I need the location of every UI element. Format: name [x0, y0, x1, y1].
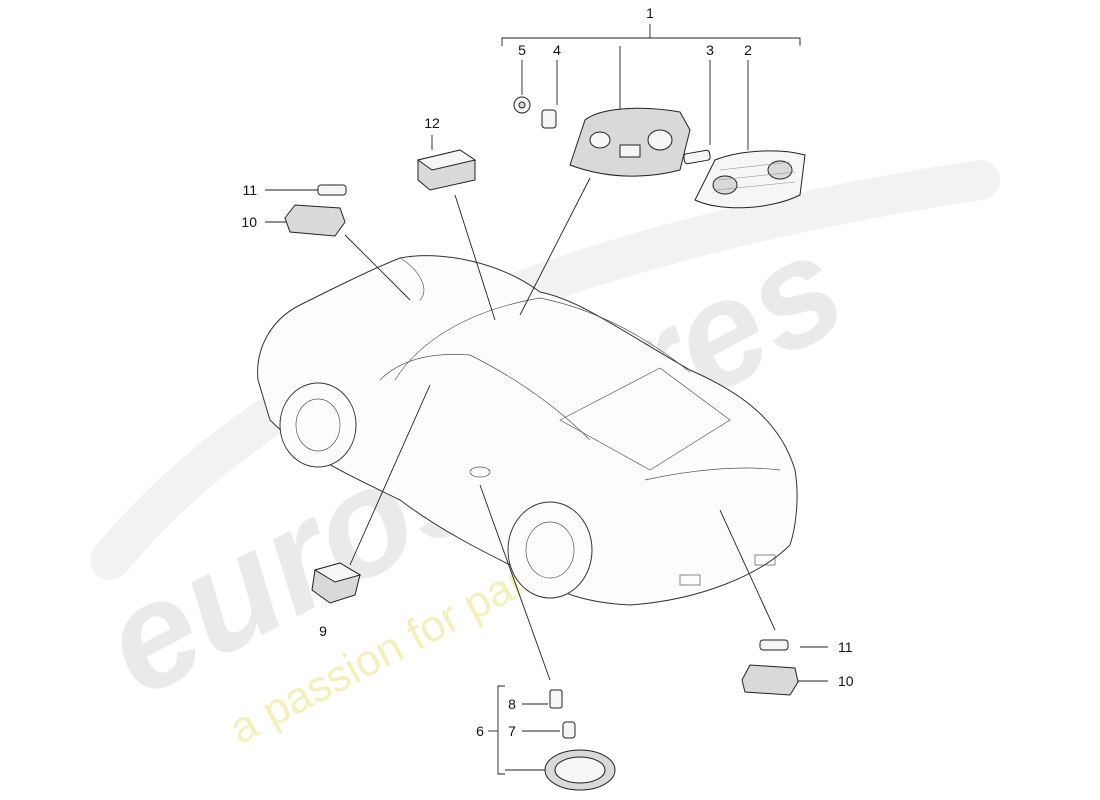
- wedge-bulb-icon: [541, 109, 557, 129]
- leader-12-car: [454, 194, 496, 321]
- callout-1: 1: [646, 5, 654, 21]
- festoon-bulb-icon: [683, 149, 711, 165]
- callout-3: 3: [706, 42, 714, 58]
- bulb-holder-icon: [549, 689, 563, 709]
- callout-labels: 1 2 3 4 5 12 11 10 9 11 10 8 7 6: [241, 5, 853, 739]
- festoon-bulb-icon: [317, 184, 347, 196]
- exhaust-left: [679, 574, 701, 586]
- leader-1-car: [519, 177, 591, 316]
- rear-wheel: [507, 501, 593, 599]
- callout-11a: 11: [242, 182, 257, 198]
- callout-6: 6: [476, 723, 484, 739]
- wedge-bulb-icon: [562, 721, 576, 739]
- leader-9-car: [349, 384, 431, 566]
- callout-2: 2: [744, 42, 752, 58]
- front-wheel: [279, 382, 357, 468]
- bulb-socket-icon: [513, 96, 531, 114]
- footwell-lamp-icon: [311, 562, 362, 604]
- callout-4: 4: [553, 42, 561, 58]
- car-illustration: [257, 255, 798, 606]
- leader-8-car: [479, 484, 551, 681]
- leader-lines: [265, 24, 828, 775]
- car-window-line: [379, 354, 591, 441]
- callout-11b: 11: [838, 639, 853, 655]
- callout-8: 8: [508, 696, 516, 712]
- festoon-bulb-icon: [759, 639, 789, 651]
- front-hood-line: [399, 257, 425, 301]
- console-grille-cover-icon: [694, 150, 806, 209]
- exhaust-right: [754, 554, 776, 566]
- callout-9: 9: [319, 623, 327, 639]
- leader-10a-car: [344, 234, 411, 301]
- car-roofline: [394, 297, 691, 381]
- bracket-1: [501, 37, 801, 46]
- callout-10a: 10: [241, 214, 257, 230]
- car-body: [257, 255, 798, 606]
- front-wheel-hub: [295, 398, 341, 452]
- callout-5: 5: [518, 42, 526, 58]
- callout-10b: 10: [838, 673, 854, 689]
- side-marker-lamp-icon: [544, 749, 616, 791]
- rear-window: [559, 367, 731, 471]
- callout-12: 12: [424, 115, 440, 131]
- rear-spoiler-line: [644, 467, 781, 481]
- luggage-lamp-housing-icon: [741, 664, 799, 696]
- overhead-console-assembly-icon: [569, 107, 691, 177]
- luggage-lamp-housing-icon: [284, 204, 346, 237]
- side-marker-position: [469, 466, 491, 478]
- leader-10b-car: [719, 509, 776, 631]
- bracket-6: [497, 685, 505, 775]
- callout-7: 7: [508, 723, 516, 739]
- interior-lamp-icon: [416, 149, 477, 191]
- rear-wheel-hub: [525, 521, 575, 579]
